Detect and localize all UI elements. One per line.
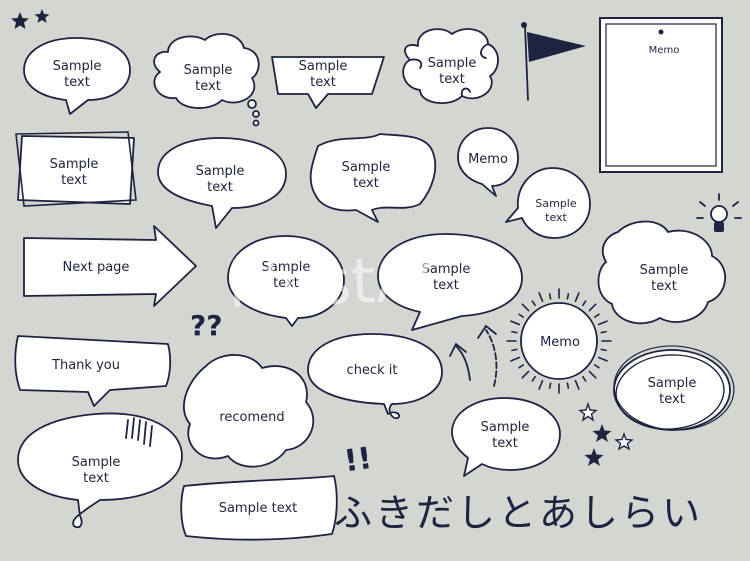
burst-ray (510, 320, 521, 326)
sample-text-banner: Sample text (180, 475, 338, 541)
burst-ray (531, 375, 536, 382)
memo-board-label: Memo (649, 45, 680, 56)
bubble-text-line: text (545, 211, 567, 224)
burst-ray (600, 330, 607, 334)
bubble-text-line: Sample (648, 376, 697, 391)
bubble-text-line: text (353, 176, 379, 191)
burst-ray (538, 292, 544, 303)
page-title: ふきだしとあしらい (334, 491, 703, 535)
oval-bubble-3: Sample text (377, 233, 523, 331)
burst-ray (566, 293, 570, 300)
burst-ray (588, 370, 597, 379)
bubble-text-line: Thank you (51, 358, 120, 373)
burst-ray (582, 375, 587, 382)
bubble-text-line: Sample (535, 197, 576, 210)
burst-ray (538, 379, 544, 390)
burst-ray (511, 348, 518, 352)
memo-burst-bubble: Memo (506, 288, 612, 394)
burst-ray (582, 300, 587, 307)
bubble-text-line: Sample (262, 260, 311, 275)
bubble-text-line: text (651, 279, 677, 294)
cloud-bubble-3: recomend (183, 354, 315, 468)
exclamation-marks-decoration: !! (342, 441, 374, 479)
memo-board: Memo (599, 17, 723, 173)
lightbulb-icon (696, 193, 742, 232)
star-icon (11, 9, 50, 29)
bubble-text-line: text (195, 79, 221, 94)
double-rect-bubble: Sample text (15, 131, 137, 207)
burst-ray (574, 292, 580, 303)
bubble-text-line: Sample text (219, 501, 298, 516)
burst-ray (574, 379, 580, 390)
burst-ray (510, 356, 521, 362)
bubble-text-line: text (439, 72, 465, 87)
bubble-text-line: Next page (63, 260, 130, 275)
bubble-text-line: Memo (468, 152, 508, 167)
bubble-text-line: text (61, 173, 87, 188)
bubble-text-line: text (433, 278, 459, 293)
bubble-text-line: Sample (299, 59, 348, 74)
bubble-text-line: Sample (481, 420, 530, 435)
bubble-text-line: Sample (50, 157, 99, 172)
burst-ray (597, 356, 608, 362)
curved-arrow-icon (449, 324, 498, 387)
burst-ray (511, 330, 518, 334)
bubble-text-line: Sample (184, 63, 233, 78)
bubble-text-line: Sample (640, 263, 689, 278)
burst-ray (593, 313, 600, 318)
check-it-bubble: check it (307, 333, 443, 420)
bubble-text-line: Sample (422, 262, 471, 277)
bubble-text-line: text (273, 276, 299, 291)
bubble-text-line: Sample (196, 164, 245, 179)
burst-ray (521, 370, 530, 379)
bubble-text-line: Sample (342, 160, 391, 175)
question-marks-decoration: ?? (190, 309, 222, 342)
burst-ray (518, 364, 525, 369)
watermark-text: illustAC (227, 241, 462, 322)
bubble-text-line: text (659, 392, 685, 407)
thank-you-banner: Thank you (14, 335, 172, 407)
bubble-text-line: Sample (72, 455, 121, 470)
bubble-text-line: text (64, 75, 90, 90)
bubble-text-line: text (492, 436, 518, 451)
scribble-oval-bubble: Sample text (613, 345, 735, 431)
burst-ray (566, 382, 570, 389)
burst-ray (597, 320, 608, 326)
next-page-arrow-tag: Next page (23, 225, 197, 307)
burst-ray (548, 293, 552, 300)
oval-bubble-6: Sample text (451, 397, 561, 477)
bubble-text-line: recomend (219, 410, 284, 425)
burst-ray (593, 364, 600, 369)
bubble-text-line: Sample (428, 56, 477, 71)
oval-bubble-1: Sample text (23, 37, 131, 115)
cloud-bubble-2: Sample text (597, 220, 727, 325)
star-icon (578, 401, 634, 466)
wavy-bubble-1: Sample text (309, 133, 437, 223)
burst-ray (588, 303, 597, 312)
cloud-bubble-1: Sample text (153, 33, 260, 127)
bubble-text-line: text (83, 471, 109, 486)
pennant-flag-icon (521, 22, 586, 101)
ribbon-bubble-1: Sample text (271, 56, 385, 109)
bubble-text-line: Sample (53, 59, 102, 74)
bubble-text-line: Memo (540, 335, 580, 350)
oval-bubble-5: Sample text (17, 412, 183, 529)
bubble-text-line: text (207, 180, 233, 195)
circle-bubble-1: Sample text (227, 235, 345, 327)
oval-bubble-2: Sample text (157, 137, 287, 229)
burst-ray (518, 313, 525, 318)
scribble-cloud-bubble: Sample text (402, 28, 499, 104)
small-bubble: Sample text (505, 167, 591, 239)
burst-ray (600, 348, 607, 352)
memo-circle-bubble: Memo (457, 127, 519, 197)
bubble-text-line: text (310, 75, 336, 90)
bubble-text-line: check it (347, 363, 398, 378)
burst-ray (548, 382, 552, 389)
burst-ray (521, 303, 530, 312)
burst-ray (531, 300, 536, 307)
